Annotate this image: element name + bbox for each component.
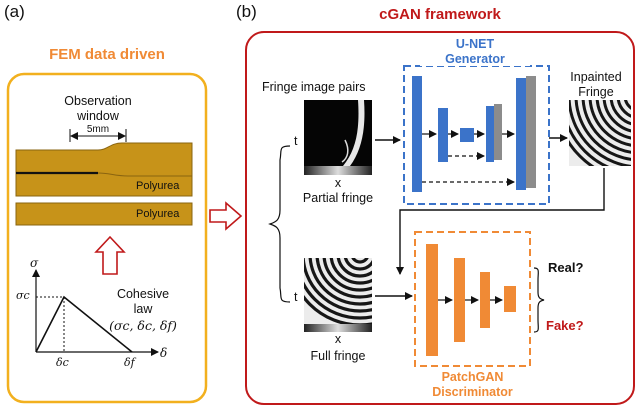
- cohesive-law-line1: Cohesive: [116, 287, 170, 301]
- discriminator-box: [414, 231, 531, 367]
- unet-layer-1: [412, 76, 422, 192]
- unet-skip-5: [526, 76, 536, 188]
- panel-b-title: cGAN framework: [379, 6, 501, 23]
- generator-title-line1: U-NET: [455, 37, 495, 51]
- law-tick-delta-f: δf: [124, 356, 135, 369]
- panel-b-box: [245, 31, 635, 405]
- law-axis-x-label: δ: [160, 346, 168, 360]
- partial-axis-t: t: [294, 134, 298, 148]
- full-axis-t: t: [294, 290, 298, 304]
- law-tick-sigma-c: σc: [16, 289, 30, 302]
- partial-fringe-label: Partial fringe: [302, 191, 374, 205]
- arrow-inpainted-to-discriminator: [396, 168, 605, 275]
- full-fringe-label: Full fringe: [310, 349, 366, 363]
- generator-title-line2: Generator: [420, 52, 530, 66]
- unet-layer-5: [516, 78, 526, 190]
- cohesive-law-params: (σc, δc, δf): [109, 318, 177, 333]
- partial-axis-x: x: [334, 176, 342, 190]
- beam-bottom: [15, 202, 193, 226]
- panel-b-label: (b): [236, 2, 257, 21]
- real-output: Real?: [548, 260, 584, 275]
- patchgan-layer-4: [504, 286, 516, 312]
- right-arrow: [209, 201, 243, 231]
- unet-layer-2: [438, 108, 448, 162]
- full-axis-x: x: [334, 332, 342, 346]
- unet-skip-4: [494, 104, 502, 160]
- patchgan-layer-2: [454, 258, 465, 342]
- observation-window-line2: window: [77, 109, 119, 123]
- inpainted-fringe-image: [569, 100, 631, 166]
- panel-a-box: [6, 72, 208, 404]
- discriminator-title-line1: PatchGAN: [441, 370, 504, 384]
- patchgan-layer-3: [480, 272, 490, 328]
- discriminator-title-line2: Discriminator: [432, 385, 513, 399]
- material-top-label: Polyurea: [136, 180, 180, 192]
- inpainted-line2: Fringe: [578, 85, 614, 99]
- panel-a-label: (a): [4, 2, 25, 21]
- law-axis-y-label: σ: [30, 256, 39, 270]
- fringe-pairs-label: Fringe image pairs: [262, 80, 366, 94]
- scale-label: 5mm: [86, 124, 110, 135]
- cohesive-law-line2: law: [133, 302, 153, 316]
- material-bottom-label: Polyurea: [136, 208, 180, 220]
- law-tick-delta-c: δc: [56, 356, 69, 369]
- input-brace: [268, 145, 291, 303]
- output-brace: [533, 267, 545, 333]
- beam-top: [15, 142, 193, 197]
- full-fringe-image: [304, 258, 372, 324]
- patchgan-layer-1: [426, 244, 438, 356]
- unet-layer-3: [460, 128, 474, 142]
- generator-box: [403, 65, 550, 205]
- observation-window-line1: Observation: [64, 94, 132, 108]
- panel-a-title: FEM data driven: [49, 46, 165, 63]
- fake-output: Fake?: [546, 318, 584, 333]
- unet-layer-4: [486, 106, 494, 162]
- up-arrow: [94, 235, 126, 275]
- inpainted-line1: Inpainted: [570, 70, 622, 84]
